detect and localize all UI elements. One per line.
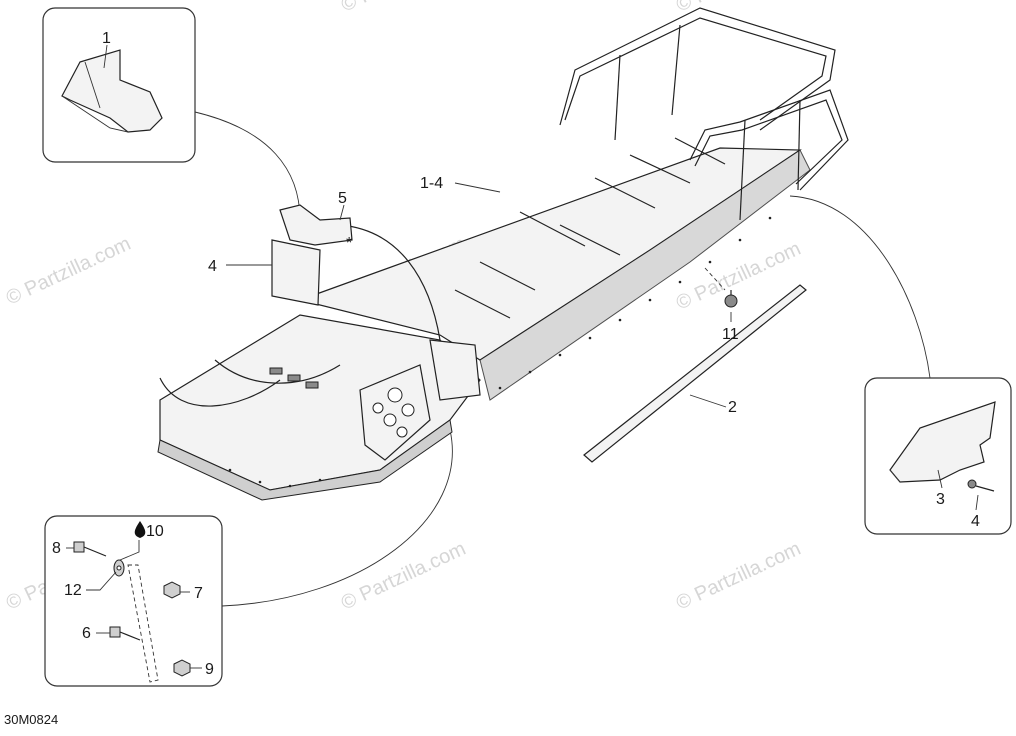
detail-box-bracket — [42, 7, 196, 163]
tunnel-slots — [454, 137, 726, 319]
detail-box-plate — [864, 377, 1012, 535]
drop-icon — [134, 521, 146, 538]
leader-4 — [975, 494, 979, 511]
part-11-bumper — [724, 290, 738, 308]
watermark: © Partzilla.com — [673, 538, 804, 615]
nut-icon — [163, 581, 181, 599]
leader-12 — [86, 571, 117, 591]
callout-4-right: 4 — [971, 513, 980, 530]
callout-1: 1 — [102, 30, 111, 47]
connector-curve-bottom-left — [221, 429, 453, 607]
flange-nut-icon — [173, 659, 191, 677]
steering-support — [339, 224, 441, 341]
leader-1 — [103, 44, 108, 69]
callout-5: 5 — [338, 190, 347, 207]
connector-curve-top-left — [194, 111, 301, 221]
plate-edge — [889, 469, 901, 483]
callout-6: 6 — [82, 625, 91, 642]
bolt-icon — [109, 626, 141, 641]
bolt-icon — [73, 541, 107, 557]
side-plate-holes — [372, 387, 415, 438]
leader-10 — [119, 540, 140, 561]
bracket-part — [61, 49, 163, 133]
callout-8: 8 — [52, 540, 61, 557]
rivet-icon — [967, 479, 995, 492]
callout-3: 3 — [936, 491, 945, 508]
front-arm-left — [159, 377, 281, 407]
frame-openings — [269, 367, 319, 389]
callout-9: 9 — [205, 661, 214, 678]
callout-labels: 1 1-4 5 * 4 11 2 3 4 10 8 12 7 6 9 — [52, 30, 980, 678]
front-arm-right — [214, 359, 341, 384]
front-frame-lower — [157, 419, 453, 501]
callout-2: 2 — [728, 399, 737, 416]
leader-1-4 — [454, 182, 501, 193]
rear-mount-bracket — [429, 339, 481, 401]
leader-11-dash — [704, 267, 726, 291]
rivet-dots — [228, 216, 772, 488]
callout-1-4: 1-4 — [420, 175, 443, 192]
plate-part — [889, 401, 996, 483]
callout-star: * — [346, 235, 352, 252]
rear-rack — [559, 7, 849, 221]
bracket-edge — [61, 95, 129, 133]
diagram-code: 30M0824 — [4, 712, 58, 727]
bracket-5 — [279, 204, 353, 246]
washer-icon — [113, 559, 125, 577]
callout-10: 10 — [146, 523, 164, 540]
part-2-strip — [583, 284, 807, 463]
callout-11: 11 — [722, 326, 739, 343]
callout-12: 12 — [64, 582, 82, 599]
leader-3 — [937, 469, 943, 489]
connector-curve-right — [789, 195, 931, 379]
side-plate — [359, 364, 431, 461]
watermark: © Partzilla.com — [338, 0, 469, 17]
bracket-fold — [84, 61, 101, 109]
bracket-4 — [271, 239, 321, 306]
detail-box-frame — [44, 515, 223, 687]
watermark: © Partzilla.com — [673, 0, 804, 17]
detail-box-hardware — [44, 515, 223, 687]
watermark: © Partzilla.com — [338, 538, 469, 615]
leader-2 — [689, 394, 727, 408]
callout-7: 7 — [194, 585, 203, 602]
callout-4-main: 4 — [208, 258, 217, 275]
frame-tube-section — [127, 564, 159, 683]
leader-5 — [339, 204, 345, 221]
chassis-assembly — [157, 7, 849, 501]
watermark: © Partzilla.com — [3, 233, 134, 310]
